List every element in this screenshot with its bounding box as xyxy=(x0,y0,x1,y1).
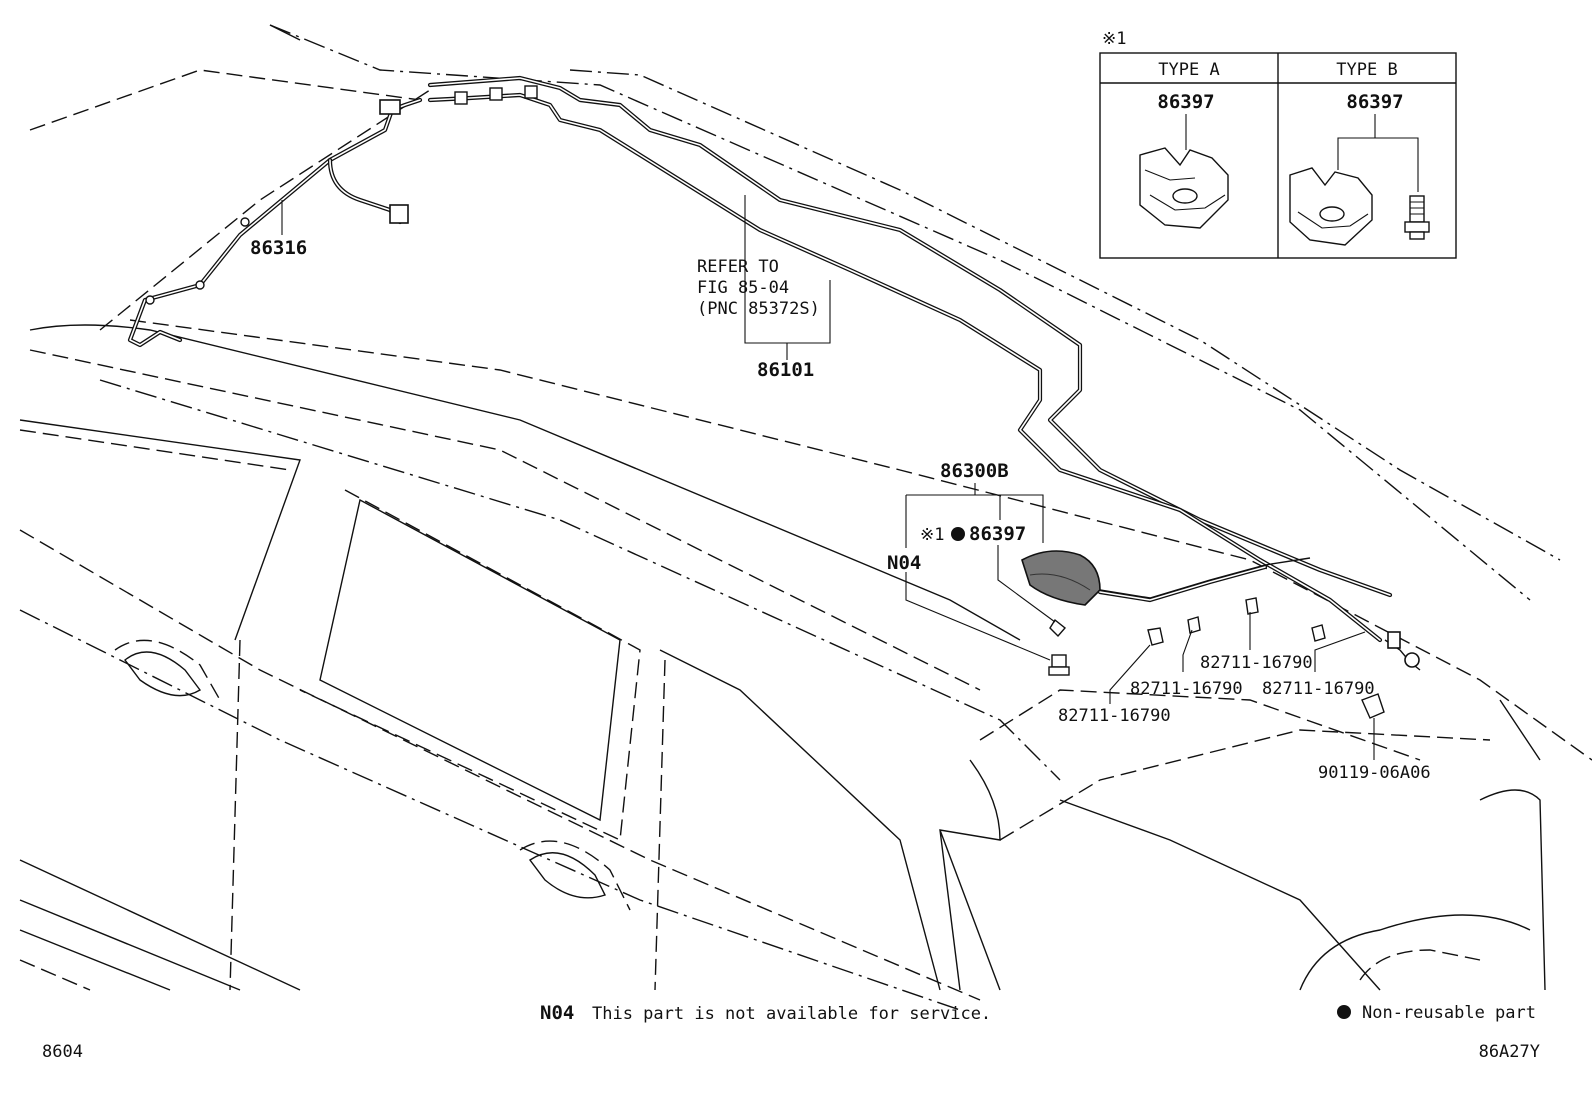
type-b-part-number: 86397 xyxy=(1346,91,1403,113)
type-a-bracket xyxy=(1139,147,1229,229)
refer-note-line1: REFER TO xyxy=(697,257,779,277)
leader-lines xyxy=(281,195,1375,760)
harness-86101 xyxy=(427,75,1421,671)
footer: 8604 86A27Y xyxy=(42,1042,1540,1062)
label-clip-4: 82711-16790 xyxy=(1200,653,1313,673)
type-b-header: TYPE B xyxy=(1336,60,1397,80)
refer-note-line3: (PNC 85372S) xyxy=(697,299,820,319)
label-86397-mark: ※1 xyxy=(920,525,944,545)
label-86397: 86397 xyxy=(969,523,1026,545)
label-n04: N04 xyxy=(887,552,921,574)
fasteners xyxy=(1048,597,1385,719)
non-reusable-dot xyxy=(951,527,965,541)
label-clip-1: 82711-16790 xyxy=(1058,706,1171,726)
type-inset: ※1 TYPE A TYPE B 86397 86397 xyxy=(1099,29,1457,259)
legend-nonreusable-text: Non-reusable part xyxy=(1362,1003,1536,1023)
legend-n04-code: N04 xyxy=(540,1002,574,1024)
type-a-header: TYPE A xyxy=(1158,60,1219,80)
label-clip-3: 82711-16790 xyxy=(1262,679,1375,699)
figure-number: 8604 xyxy=(42,1042,83,1062)
vehicle-outline xyxy=(19,24,1592,1011)
legend-n04-text: This part is not available for service. xyxy=(592,1004,991,1024)
type-b-bracket xyxy=(1289,167,1373,246)
label-86316: 86316 xyxy=(250,237,307,259)
part-labels: 86316 REFER TO FIG 85-04 (PNC 85372S) 86… xyxy=(250,237,1431,783)
type-a-part-number: 86397 xyxy=(1157,91,1214,113)
label-bolt: 90119-06A06 xyxy=(1318,763,1431,783)
drawing-code: 86A27Y xyxy=(1479,1042,1540,1062)
type-b-bolt xyxy=(1404,195,1430,240)
label-86300b: 86300B xyxy=(940,460,1009,482)
legend: N04 This part is not available for servi… xyxy=(540,1002,1536,1024)
label-clip-2: 82711-16790 xyxy=(1130,679,1243,699)
legend-dot xyxy=(1337,1005,1351,1019)
shark-fin-antenna xyxy=(1021,550,1311,606)
label-86101: 86101 xyxy=(757,359,814,381)
refer-note-line2: FIG 85-04 xyxy=(697,278,789,298)
harness-86316 xyxy=(127,97,423,348)
inset-note-marker: ※1 xyxy=(1102,29,1126,49)
